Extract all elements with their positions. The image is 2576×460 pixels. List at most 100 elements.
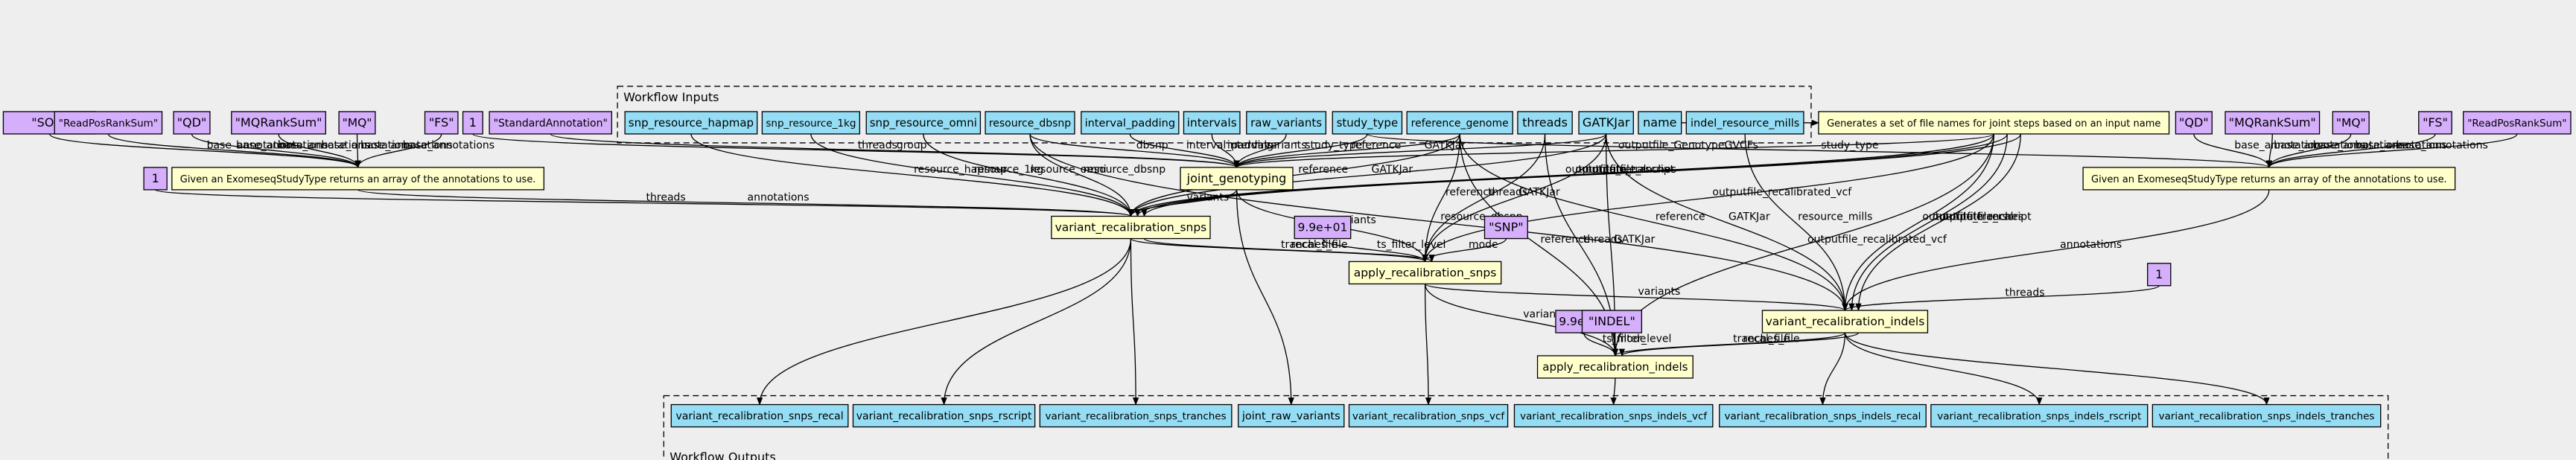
edge-joint-genotyping-to-variant-recalibration-snps <box>1128 189 1238 217</box>
edge-resource-dbsnp-to-variant-recalibration-indels <box>1029 133 1848 312</box>
edge-label: variants <box>1186 192 1229 204</box>
edge-generates-to-variant-recalibration-indels <box>1842 133 1994 312</box>
node-label: raw_variants <box>1250 116 1322 130</box>
edge-variant-recalibration-snps-to-out-snps-tranches <box>1130 238 1139 406</box>
edge-generates-to-variant-recalibration-indels <box>1855 133 2021 312</box>
node-label: joint_raw_variants <box>1241 411 1341 423</box>
node-label: Given an ExomeseqStudyType returns an ar… <box>180 174 536 185</box>
edge-label: recal_file <box>1743 333 1790 345</box>
edge-label: outputfile_tranches <box>1922 211 2023 223</box>
edge-label: tranches_file <box>1733 333 1800 345</box>
node-box <box>2152 403 2382 428</box>
edge-gatkjar-to-apply-recalibration-snps <box>1422 133 1607 263</box>
node-box <box>54 111 163 135</box>
node-box <box>2082 167 2456 191</box>
edge-label: reference <box>1351 139 1401 151</box>
node-box <box>985 111 1075 135</box>
node-name: name <box>1638 111 1682 135</box>
node-mqranksum-l: "MQRankSum" <box>231 111 326 135</box>
node-generates: Generates a set of file names for joint … <box>1818 111 2170 135</box>
node-label: "MQ" <box>343 116 372 130</box>
node-box <box>1638 111 1682 135</box>
edge-label: outputfile_recal <box>1933 211 2014 223</box>
node-indel-lit: "INDEL" <box>1581 310 1643 333</box>
node-label: "StandardAnnotation" <box>494 118 608 130</box>
edge-label: study_type <box>1305 139 1362 151</box>
edge-reference-genome-to-variant-recalibration-snps <box>1128 133 1460 217</box>
node-label: GATKJar <box>1583 115 1630 130</box>
node-box <box>2418 111 2452 135</box>
node-label: variant_recalibration_snps_indels_tranch… <box>2159 411 2375 423</box>
node-box <box>1039 403 1233 428</box>
edge-gatkjar-to-variant-recalibration-indels <box>1606 133 1848 312</box>
edge-resource-dbsnp-to-joint-genotyping <box>1029 133 1240 168</box>
node-qd-r: "QD" <box>2175 111 2213 135</box>
node-box <box>231 111 326 135</box>
edge-label: annotations <box>2060 239 2122 251</box>
edge-label: mode <box>1469 239 1498 251</box>
edge-study-type-to-given-r <box>1367 133 2272 168</box>
edge-label: ts_filter_level <box>1377 239 1446 251</box>
edge-resource-dbsnp-to-variant-recalibration-snps <box>1029 133 1134 217</box>
edge-label: recal_file <box>1291 239 1338 251</box>
edge-label: dbsnp <box>1136 139 1168 151</box>
node-label: variant_recalibration_snps_vcf <box>1352 411 1506 423</box>
edge-threads-to-apply-recalibration-snps <box>1422 133 1546 263</box>
node-box <box>143 167 168 191</box>
node-box <box>1517 111 1573 135</box>
edge-label: threads <box>2005 287 2044 298</box>
edge-apply-recalibration-snps-to-out-snps-vcf <box>1424 284 1432 406</box>
edge-label: reference <box>1656 211 1705 223</box>
edge-indel-resource-mills-to-variant-recalibration-indels <box>1744 133 1848 312</box>
node-fs-l: "FS" <box>424 111 459 135</box>
node-box <box>624 111 758 135</box>
edge-label: base_annotations <box>2355 139 2446 151</box>
node-qd-l: "QD" <box>173 111 211 135</box>
edge-label: base_annotations <box>278 139 369 151</box>
node-label: variant_recalibration_snps_indels_rscrip… <box>1937 411 2141 423</box>
node-standard-annotation: "StandardAnnotation" <box>489 111 613 135</box>
edge-study-type-to-joint-genotyping <box>1233 133 1368 168</box>
node-label: "ReadPosRankSum" <box>2467 118 2566 130</box>
node-indel-resource-mills: indel_resource_mills <box>1685 111 1804 135</box>
node-intervals: intervals <box>1183 111 1241 135</box>
node-label: variant_recalibration_snps <box>1055 221 1207 235</box>
node-out-indels-rscript: variant_recalibration_snps_indels_rscrip… <box>1930 403 2149 428</box>
node-box <box>489 111 613 135</box>
node-one-l: 1 <box>462 111 483 135</box>
edge-generates-to-variant-recalibration-snps <box>1141 133 2021 217</box>
edge-label: threads <box>646 192 686 204</box>
node-label: 9.9e+01 <box>1297 221 1347 234</box>
node-label: reference_genome <box>1411 118 1509 130</box>
node-label: study_type <box>1337 116 1399 130</box>
node-box <box>1818 111 2170 135</box>
edges <box>48 119 2518 406</box>
edge-e99-a-to-apply-recalibration-snps <box>1322 238 1428 263</box>
node-mq-r: "MQ" <box>2332 111 2370 135</box>
node-box <box>1246 111 1327 135</box>
node-box <box>173 111 211 135</box>
node-threads: threads <box>1517 111 1573 135</box>
edge-snp-lit-to-apply-recalibration-snps <box>1422 238 1507 263</box>
node-box <box>1348 261 1502 285</box>
node-apply-recalibration-snps: apply_recalibration_snps <box>1348 261 1502 285</box>
node-box <box>670 403 849 428</box>
node-box <box>1294 215 1352 240</box>
edge-snp-resource-1kg-to-variant-recalibration-snps <box>810 133 1134 217</box>
edge-label: outputfile_GenotypeGVCFs <box>1618 139 1758 151</box>
node-box <box>1536 355 1694 379</box>
node-label: variant_recalibration_snps_recal <box>675 411 843 423</box>
edge-indel-lit-to-apply-recalibration-indels <box>1611 333 1619 357</box>
node-out-snps-indels-vcf: variant_recalibration_snps_indels_vcf <box>1513 403 1714 428</box>
node-label: intervals <box>1187 116 1237 130</box>
node-label: variant_recalibration_snps_tranches <box>1046 411 1227 423</box>
node-box <box>1051 215 1211 240</box>
node-box <box>1238 403 1345 428</box>
edge-label: group <box>897 139 927 151</box>
node-label: variant_recalibration_indels <box>1766 315 1925 329</box>
node-box <box>1581 310 1643 333</box>
edge-label: GATKJar <box>1729 211 1770 223</box>
node-label: "ReadPosRankSum" <box>59 118 158 130</box>
node-box <box>462 111 483 135</box>
node-label: interval_padding <box>1085 118 1175 130</box>
